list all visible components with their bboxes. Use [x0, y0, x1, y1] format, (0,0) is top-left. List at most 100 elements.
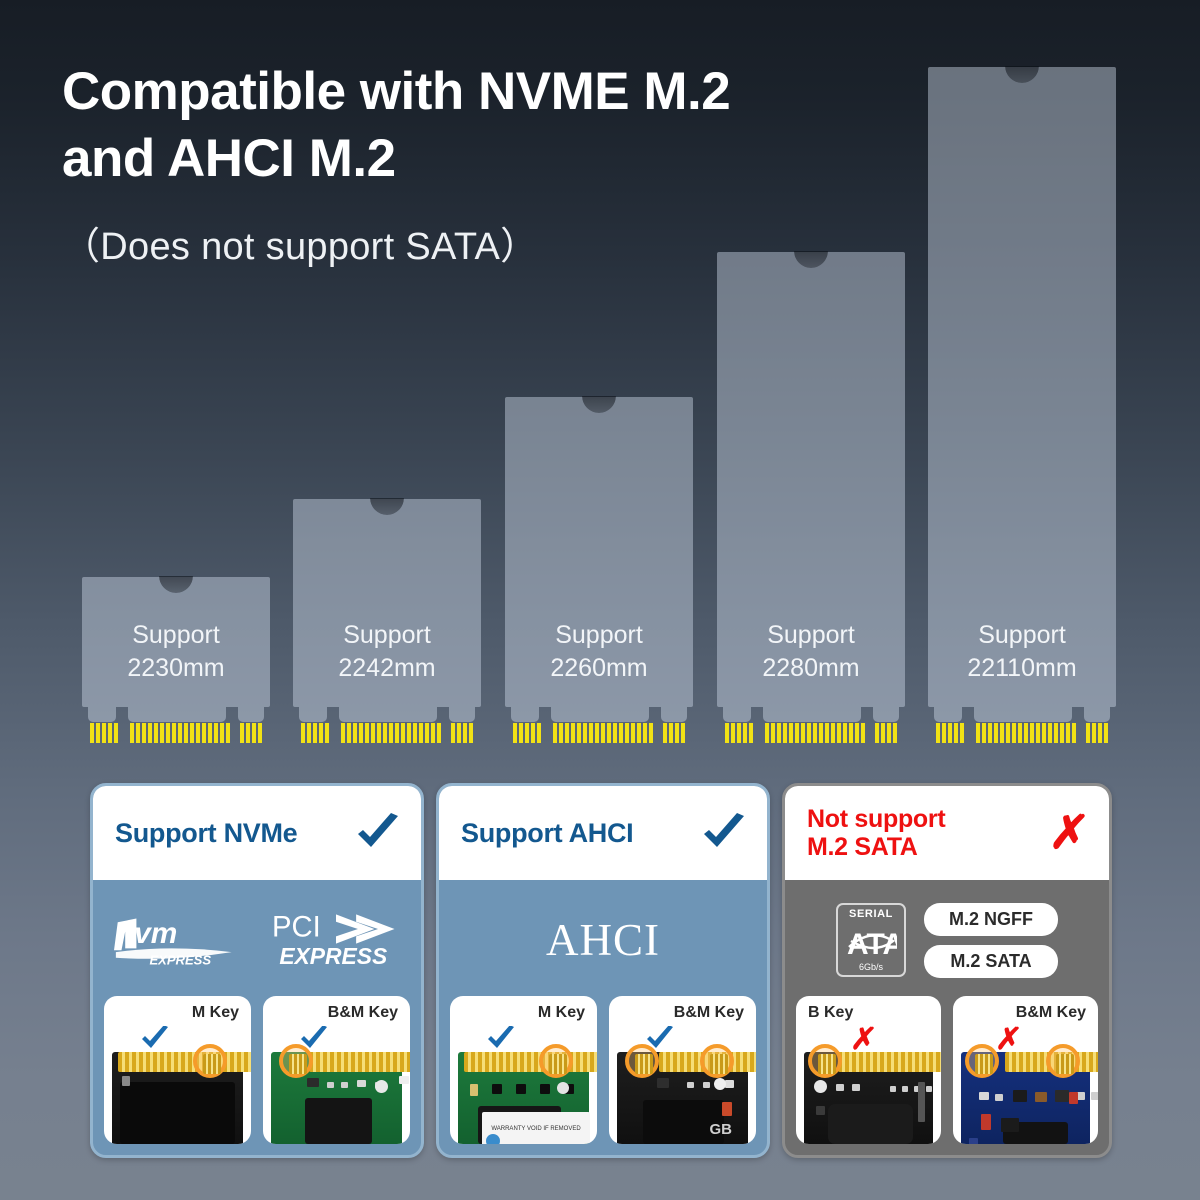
key-label: M Key — [191, 1004, 239, 1021]
connector-pin — [319, 723, 323, 743]
connector-pin — [359, 723, 363, 743]
connector-pin — [669, 723, 673, 743]
ssd-label-line-1: Support — [555, 621, 643, 649]
connector-pin — [142, 723, 146, 743]
header: Compatible with NVME M.2 and AHCI M.2 （D… — [62, 58, 962, 270]
connector-pin — [577, 723, 581, 743]
connector-tab — [511, 707, 539, 722]
ssd-label-line-2: 22110mm — [967, 654, 1077, 682]
card-ahci-header: Support AHCI — [439, 786, 767, 880]
connector-pins — [765, 723, 865, 743]
svg-text:nvm: nvm — [116, 917, 177, 950]
connector-pin — [954, 723, 958, 743]
connector-pin — [749, 723, 753, 743]
connector-pin — [377, 723, 381, 743]
connector-pin — [976, 723, 980, 743]
connector-tab — [339, 707, 437, 722]
connector-pins — [1086, 723, 1108, 743]
connector-pins — [936, 723, 964, 743]
sata-logo-top: SERIAL — [849, 908, 893, 920]
connector-pin — [819, 723, 823, 743]
warranty-label: WARRANTY VOID IF REMOVED — [482, 1112, 590, 1144]
cross-icon: ✗ — [993, 1023, 1023, 1056]
cross-icon: ✗ — [1047, 807, 1092, 858]
card-nvme-title: Support NVMe — [115, 817, 298, 848]
connector-pins — [663, 723, 685, 743]
connector-pin — [413, 723, 417, 743]
connector-pins — [451, 723, 473, 743]
connector-pins — [130, 723, 230, 743]
connector-pin — [313, 723, 317, 743]
key-label: B Key — [808, 1004, 854, 1021]
connector-pin — [214, 723, 218, 743]
key-panel-bm-key: B&M Key GB — [609, 996, 756, 1144]
connector-pin — [893, 723, 897, 743]
card-sata-title: Not support M.2 SATA — [807, 805, 946, 861]
connector-pin — [307, 723, 311, 743]
connector-pin — [795, 723, 799, 743]
connector-pin — [743, 723, 747, 743]
card-ahci-title: Support AHCI — [461, 817, 634, 848]
connector-pin — [226, 723, 230, 743]
connector-pin — [1104, 723, 1108, 743]
connector-pin — [401, 723, 405, 743]
connector-pin — [571, 723, 575, 743]
connector-pin — [469, 723, 473, 743]
connector-pin — [1054, 723, 1058, 743]
connector-pin — [589, 723, 593, 743]
connector-pin — [881, 723, 885, 743]
key-notch-highlight — [193, 1044, 227, 1078]
connector-pin — [1030, 723, 1034, 743]
connector-pin — [595, 723, 599, 743]
connector-pin — [613, 723, 617, 743]
connector-pin — [178, 723, 182, 743]
connector-pin — [994, 723, 998, 743]
ssd-mounting-notch-icon — [582, 396, 616, 413]
connector-pin — [625, 723, 629, 743]
connector-pin — [457, 723, 461, 743]
connector-pin — [936, 723, 940, 743]
connector-pin — [1036, 723, 1040, 743]
svg-text:EXPRESS: EXPRESS — [279, 943, 387, 969]
connector-pins — [553, 723, 653, 743]
connector-pin — [108, 723, 112, 743]
connector-pin — [1086, 723, 1090, 743]
connector-pin — [875, 723, 879, 743]
connector-pin — [601, 723, 605, 743]
key-notch-highlight — [1046, 1044, 1080, 1078]
connector-pin — [1000, 723, 1004, 743]
connector-pin — [220, 723, 224, 743]
connector-pin — [419, 723, 423, 743]
key-panel-bm-key: B&M Key ✗ — [953, 996, 1098, 1144]
connector-pin — [948, 723, 952, 743]
connector-pin — [831, 723, 835, 743]
connector-pin — [208, 723, 212, 743]
card-support-nvme: Support NVMe nvm EXPRESS PCI E — [90, 783, 424, 1158]
connector-pin — [325, 723, 329, 743]
key-panel-b-key: B Key ✗ — [796, 996, 941, 1144]
pill-m2-ngff: M.2 NGFF — [924, 902, 1058, 936]
card-ahci-logo: AHCI — [439, 880, 767, 996]
ssd-label-line-1: Support — [343, 621, 431, 649]
connector-pin — [982, 723, 986, 743]
ssd-edge-connector — [505, 707, 693, 745]
connector-tab — [238, 707, 264, 722]
connector-pin — [196, 723, 200, 743]
key-panel-m-key: M Key WARRANTY VOID IF REMOVED — [450, 996, 597, 1144]
connector-pin — [347, 723, 351, 743]
pill-m2-sata: M.2 SATA — [924, 944, 1058, 978]
connector-pin — [855, 723, 859, 743]
connector-pins — [725, 723, 753, 743]
connector-tab — [299, 707, 327, 722]
connector-pin — [90, 723, 94, 743]
connector-pin — [643, 723, 647, 743]
connector-pin — [431, 723, 435, 743]
ssd-label-line-1: Support — [767, 621, 855, 649]
compatibility-cards: Support NVMe nvm EXPRESS PCI E — [90, 783, 1112, 1158]
ssd-label-line-1: Support — [132, 621, 220, 649]
